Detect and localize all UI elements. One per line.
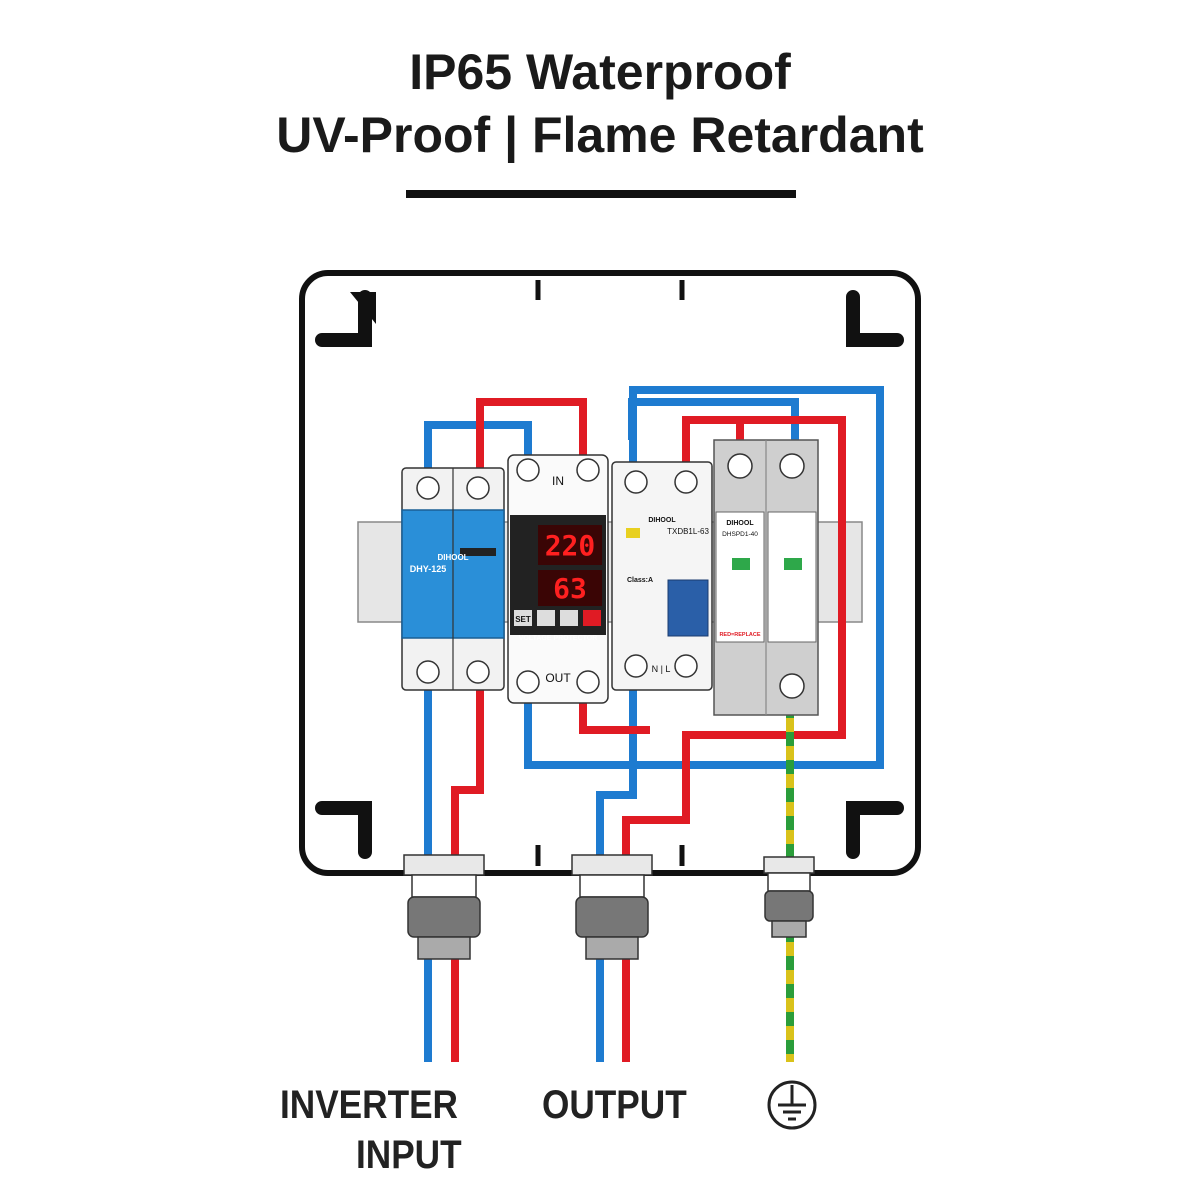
corner-bracket-tr — [846, 290, 904, 347]
rcbo-class: Class:A — [627, 577, 653, 584]
output-label: OUTPUT — [542, 1083, 687, 1127]
title-underline — [406, 190, 796, 198]
current-readout: 63 — [553, 572, 587, 605]
rcbo-brand: DIHOOL — [648, 517, 676, 524]
vp-product: VOLTAGE PROTECTOR — [519, 635, 598, 642]
inverter-label-line2: INPUT — [356, 1133, 462, 1177]
corner-bracket-br — [846, 801, 904, 859]
enclosure-ticks — [535, 280, 685, 866]
spd-replace: RED=REPLACE — [719, 632, 760, 638]
ground-symbol-icon — [767, 1080, 817, 1130]
corner-bracket-bl — [315, 801, 372, 859]
mcb-brand: DIHOOL — [437, 553, 468, 562]
vp-out-label: OUT — [545, 671, 571, 685]
rcbo-breaker — [611, 461, 713, 691]
cable-gland-output — [571, 854, 653, 960]
surge-protector — [713, 439, 819, 716]
title-line-2: UV-Proof | Flame Retardant — [276, 107, 924, 163]
spd-brand: DIHOOL — [726, 520, 754, 527]
rcbo-model: TXDB1L-63 — [667, 527, 709, 536]
title-line-1: IP65 Waterproof — [409, 44, 791, 100]
corner-bracket-tl — [315, 290, 372, 347]
inverter-label-line1: INVERTER — [280, 1083, 458, 1127]
rcbo-nl-label: N | L — [652, 664, 671, 674]
spd-model: DHSPD1-40 — [722, 531, 758, 538]
mcb-breaker — [401, 467, 505, 691]
vp-in-label: IN — [552, 474, 564, 488]
cable-gland-earth — [763, 856, 815, 938]
voltage-protector — [507, 454, 609, 704]
voltage-readout: 220 — [545, 529, 596, 562]
mcb-model: DHY-125 — [410, 564, 447, 574]
cable-gland-inverter — [403, 854, 485, 960]
set-button: SET — [515, 615, 531, 624]
